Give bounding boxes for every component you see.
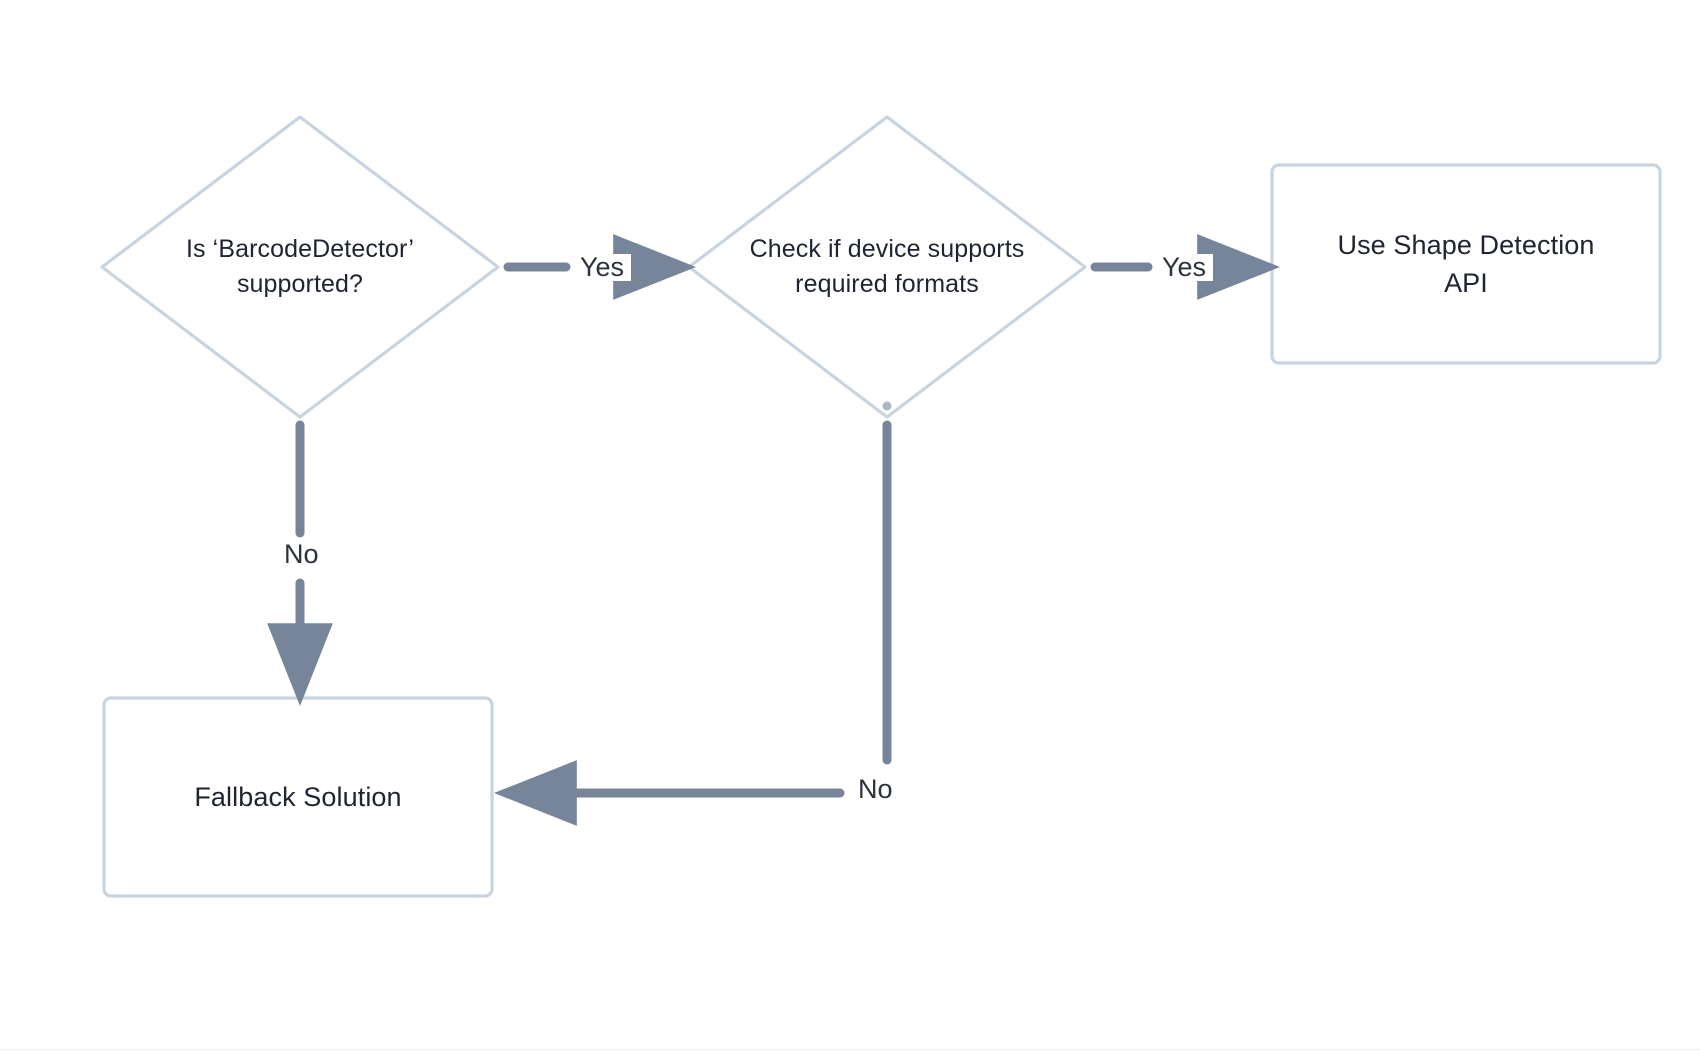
edge-label-formats-yes: Yes [1155, 254, 1214, 281]
node-device-formats-check[interactable] [687, 115, 1087, 419]
node-barcode-detector-check[interactable] [100, 115, 500, 419]
edge-formats-no-origin-dot [882, 401, 892, 411]
edge-label-barcode-yes: Yes [573, 254, 632, 281]
edge-label-barcode-no: No [277, 541, 326, 568]
node-fallback-solution[interactable] [102, 696, 494, 898]
node-use-shape-detection-api[interactable] [1270, 163, 1662, 365]
edge-label-formats-no: No [851, 776, 900, 803]
bottom-divider [0, 1049, 1700, 1058]
